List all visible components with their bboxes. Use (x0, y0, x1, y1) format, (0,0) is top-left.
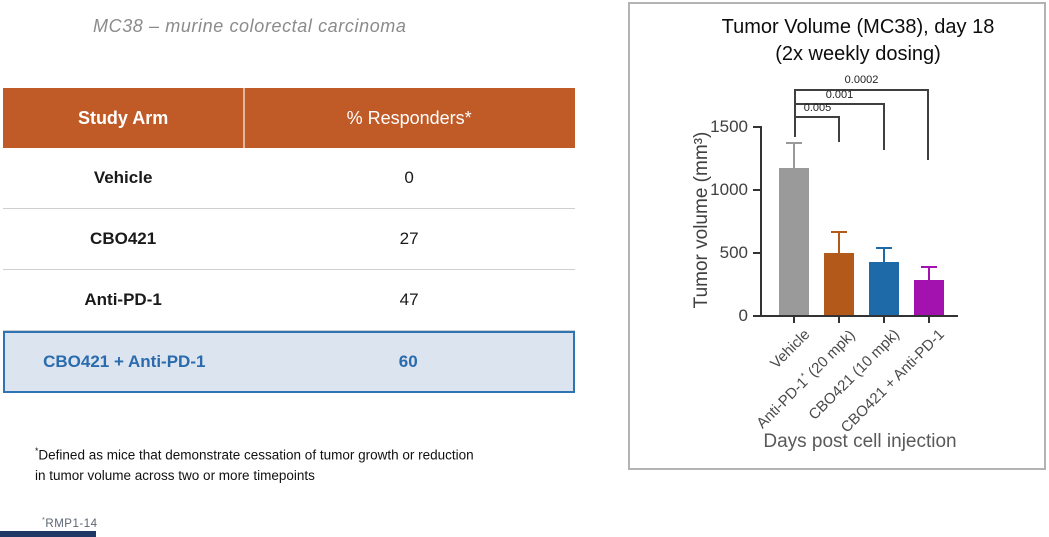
table-row-vehicle: Vehicle 0 (3, 148, 575, 209)
x-axis-title: Days post cell injection (763, 431, 957, 452)
table-row-combo-highlighted: CBO421 + Anti-PD-1 60 (3, 331, 575, 393)
x-tick (793, 317, 795, 323)
error-bar-cap (876, 247, 892, 249)
stat-bracket-001-tick (883, 103, 885, 150)
bar-1 (824, 253, 854, 315)
error-bar-cap (786, 142, 802, 144)
header-column-divider (243, 88, 246, 148)
stat-bracket-0005-line (794, 116, 840, 118)
stat-bracket-0005-tick (838, 116, 840, 142)
stat-bracket-0002-line (794, 89, 929, 91)
chart-title: Tumor Volume (MC38), day 18 (2x weekly d… (670, 14, 1046, 68)
chart-title-line-1: Tumor Volume (MC38), day 18 (721, 16, 995, 38)
cell-responders: 27 (399, 229, 419, 248)
responders-table: Study Arm % Responders* Vehicle 0 CBO421… (3, 88, 575, 393)
col-header-responders: % Responders* (346, 107, 472, 128)
responders-definition-footnote: *Defined as mice that demonstrate cessat… (35, 441, 483, 486)
slide-title: MC38 – murine colorectal carcinoma (93, 16, 407, 36)
p-value-label: 0.001 (825, 89, 854, 101)
error-bar-cap (921, 266, 937, 268)
x-axis-line (758, 315, 958, 317)
bar-2 (869, 262, 899, 315)
stat-bracket-001-line (794, 103, 885, 105)
tumor-volume-chart-panel: Tumor Volume (MC38), day 18 (2x weekly d… (628, 2, 1046, 470)
chart-title-line-2: (2x weekly dosing) (775, 43, 941, 65)
stat-bracket-0002-tick (927, 89, 929, 160)
y-tick-label: 1000 (710, 180, 748, 199)
cell-study-arm: CBO421 + Anti-PD-1 (43, 352, 206, 371)
footer-accent-bar (0, 531, 96, 537)
x-tick (883, 317, 885, 323)
y-tick (753, 189, 760, 191)
cell-study-arm: Anti-PD-1 (84, 290, 162, 309)
reference-marker: * (42, 515, 46, 524)
cell-study-arm: CBO421 (90, 229, 157, 248)
cell-study-arm: Vehicle (93, 168, 153, 187)
y-tick-label: 0 (738, 306, 748, 325)
col-header-study-arm: Study Arm (77, 107, 169, 128)
bar-3 (914, 280, 944, 315)
table-row-cbo421: CBO421 27 (3, 209, 575, 270)
bar-0 (779, 168, 809, 315)
x-tick (928, 317, 930, 323)
error-bar-cap (831, 231, 847, 233)
cell-responders: 47 (399, 290, 419, 309)
y-tick-label: 1500 (710, 117, 748, 136)
p-value-label: 0.005 (803, 102, 832, 114)
cell-responders: 0 (404, 168, 414, 187)
p-value-label: 0.0002 (844, 74, 879, 86)
footnote-text: Defined as mice that demonstrate cessati… (35, 447, 474, 483)
stat-bracket-shared-left-line (794, 89, 796, 137)
table-row-anti-pd-1: Anti-PD-1 47 (3, 270, 575, 331)
cell-responders: 60 (398, 352, 418, 371)
y-axis-line (760, 126, 762, 317)
y-tick (753, 252, 760, 254)
reference-text: RMP1-14 (45, 517, 98, 530)
table-header-row: Study Arm % Responders* (3, 88, 575, 148)
y-tick (753, 315, 760, 317)
y-tick-label: 500 (719, 243, 748, 262)
reference-note: *RMP1-14 (42, 515, 98, 530)
footnote-marker: * (35, 446, 39, 456)
x-tick (838, 317, 840, 323)
y-tick (753, 126, 760, 128)
